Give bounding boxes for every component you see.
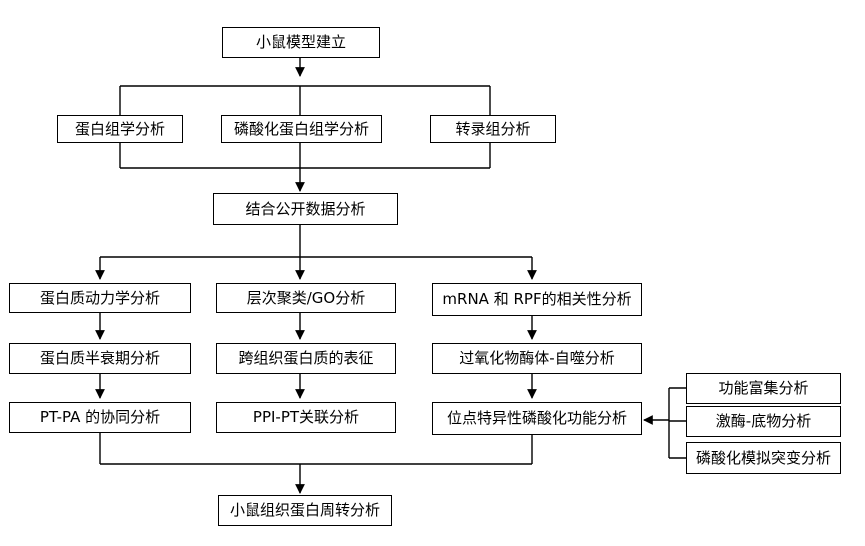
- box-transcriptomics: 转录组分析: [430, 115, 556, 143]
- box-middle-3: PPI-PT关联分析: [216, 402, 396, 433]
- box-side-3: 磷酸化模拟突变分析: [686, 442, 841, 474]
- box-integration: 结合公开数据分析: [213, 193, 398, 225]
- box-left-1: 蛋白质动力学分析: [9, 283, 191, 313]
- box-left-2: 蛋白质半衰期分析: [9, 343, 191, 374]
- box-right-1: mRNA 和 RPF的相关性分析: [432, 283, 642, 316]
- box-left-3: PT-PA 的协同分析: [9, 402, 191, 433]
- box-right-2: 过氧化物酶体-自噬分析: [432, 343, 642, 374]
- box-side-2: 激酶-底物分析: [686, 406, 841, 437]
- box-final: 小鼠组织蛋白周转分析: [218, 495, 392, 526]
- box-proteomics: 蛋白组学分析: [57, 115, 183, 143]
- box-middle-1: 层次聚类/GO分析: [216, 283, 396, 313]
- box-right-3: 位点特异性磷酸化功能分析: [432, 402, 642, 435]
- box-side-1: 功能富集分析: [686, 373, 841, 404]
- box-middle-2: 跨组织蛋白质的表征: [216, 343, 396, 374]
- box-phosphoproteomics: 磷酸化蛋白组学分析: [221, 115, 382, 143]
- box-start: 小鼠模型建立: [222, 27, 380, 58]
